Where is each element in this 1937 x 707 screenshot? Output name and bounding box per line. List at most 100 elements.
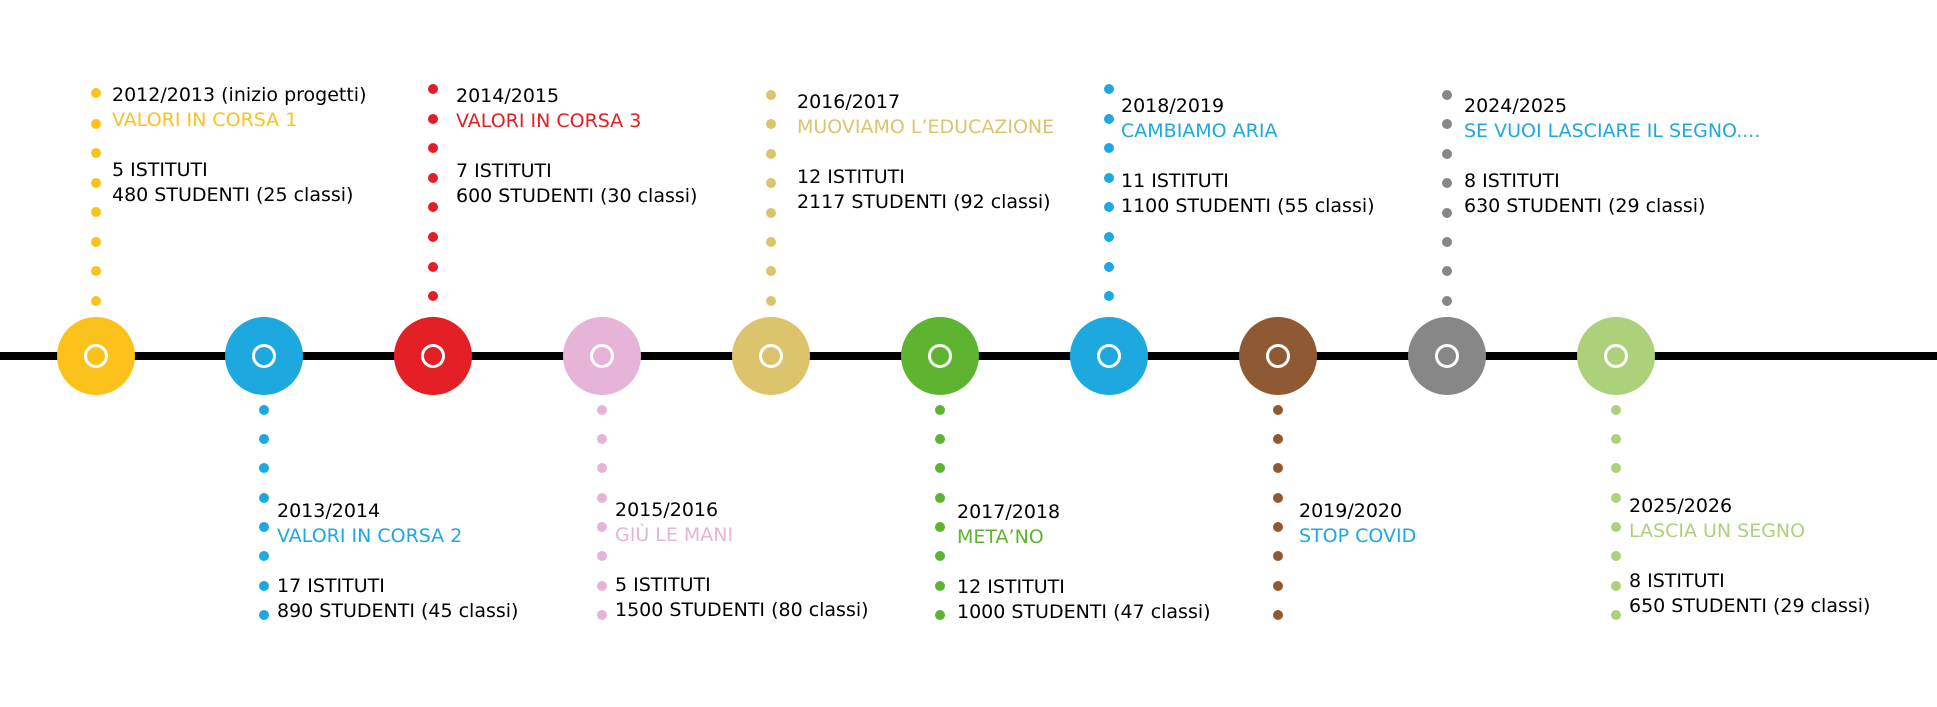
- connector-dot: [1273, 551, 1283, 561]
- year-label: 2019/2020: [1299, 500, 1403, 522]
- connector-dot: [91, 237, 101, 247]
- students-count: 1500 STUDENTI (80 classi): [615, 599, 869, 621]
- connector-dot: [766, 90, 776, 100]
- connector-dot: [766, 266, 776, 276]
- spacer: [456, 134, 697, 159]
- spacer: [277, 549, 518, 574]
- year-label: 2014/2015: [456, 85, 560, 107]
- connector-dot: [259, 493, 269, 503]
- timeline-node-2: [394, 317, 472, 395]
- connector-dot: [428, 173, 438, 183]
- year-label: 2025/2026: [1629, 495, 1733, 517]
- node-ring-icon: [84, 344, 108, 368]
- connector-dot: [1442, 119, 1452, 129]
- timeline-label-8: 2024/2025 SE VUOI LASCIARE IL SEGNO.... 8 …: [1464, 94, 1760, 219]
- students-count: 650 STUDENTI (29 classi): [1629, 595, 1871, 617]
- timeline-node-7: [1239, 317, 1317, 395]
- connector-dot: [766, 178, 776, 188]
- students-count: 480 STUDENTI (25 classi): [112, 184, 354, 206]
- node-ring-icon: [1604, 344, 1628, 368]
- year-label: 2018/2019: [1121, 95, 1225, 117]
- institutes-count: 11 ISTITUTI: [1121, 170, 1229, 192]
- connector-dot: [597, 463, 607, 473]
- spacer: [112, 133, 367, 158]
- connector-dot: [1611, 581, 1621, 591]
- institutes-count: 12 ISTITUTI: [957, 576, 1065, 598]
- students-count: 2117 STUDENTI (92 classi): [797, 191, 1051, 213]
- connector-dot: [1611, 463, 1621, 473]
- timeline-node-5: [901, 317, 979, 395]
- year-label: 2012/2013 (inizio progetti): [112, 84, 367, 106]
- connector-dot: [935, 610, 945, 620]
- project-name: VALORI IN CORSA 3: [456, 110, 642, 132]
- connector-dot: [1442, 296, 1452, 306]
- connector-dot: [597, 493, 607, 503]
- connector-dot: [1442, 149, 1452, 159]
- project-name: VALORI IN CORSA 1: [112, 109, 298, 131]
- connector-dot: [597, 610, 607, 620]
- connector-dot: [766, 208, 776, 218]
- connector-dot: [1273, 581, 1283, 591]
- connector-dot: [935, 434, 945, 444]
- project-name: STOP COVID: [1299, 525, 1417, 547]
- connector-dot: [766, 237, 776, 247]
- connector-dot: [1273, 610, 1283, 620]
- connector-dot: [259, 610, 269, 620]
- connector-dot: [428, 232, 438, 242]
- connector-dot: [766, 149, 776, 159]
- connector-dot: [1273, 434, 1283, 444]
- connector-dot: [428, 143, 438, 153]
- connector-dot: [935, 522, 945, 532]
- connector-dot: [1104, 291, 1114, 301]
- year-label: 2016/2017: [797, 91, 901, 113]
- connector-dot: [597, 405, 607, 415]
- institutes-count: 7 ISTITUTI: [456, 160, 552, 182]
- connector-dot: [1104, 262, 1114, 272]
- institutes-count: 8 ISTITUTI: [1464, 170, 1560, 192]
- year-label: 2024/2025: [1464, 95, 1568, 117]
- timeline-node-6: [1070, 317, 1148, 395]
- connector-dot: [935, 463, 945, 473]
- project-name: MUOVIAMO L’EDUCAZIONE: [797, 116, 1055, 138]
- connector-dot: [935, 551, 945, 561]
- connector-dot: [1104, 84, 1114, 94]
- connector-dot: [428, 84, 438, 94]
- students-count: 1100 STUDENTI (55 classi): [1121, 195, 1375, 217]
- connector-dot: [1611, 434, 1621, 444]
- connector-dot: [1104, 173, 1114, 183]
- connector-dot: [428, 202, 438, 212]
- timeline-node-0: [57, 317, 135, 395]
- connector-dot: [1611, 522, 1621, 532]
- connector-dot: [1442, 237, 1452, 247]
- year-label: 2015/2016: [615, 499, 719, 521]
- node-ring-icon: [759, 344, 783, 368]
- connector-dot: [1273, 405, 1283, 415]
- connector-dot: [1611, 493, 1621, 503]
- spacer: [1121, 144, 1375, 169]
- students-count: 630 STUDENTI (29 classi): [1464, 195, 1706, 217]
- node-ring-icon: [590, 344, 614, 368]
- connector-dot: [428, 291, 438, 301]
- project-name: GIÙ LE MANI: [615, 524, 734, 546]
- timeline-node-4: [732, 317, 810, 395]
- institutes-count: 17 ISTITUTI: [277, 575, 385, 597]
- institutes-count: 8 ISTITUTI: [1629, 570, 1725, 592]
- institutes-count: 5 ISTITUTI: [615, 574, 711, 596]
- node-ring-icon: [252, 344, 276, 368]
- connector-dot: [91, 296, 101, 306]
- connector-dot: [597, 522, 607, 532]
- connector-dot: [597, 551, 607, 561]
- project-name: SE VUOI LASCIARE IL SEGNO....: [1464, 120, 1761, 142]
- timeline-node-3: [563, 317, 641, 395]
- project-name: CAMBIAMO ARIA: [1121, 120, 1278, 142]
- institutes-count: 12 ISTITUTI: [797, 166, 905, 188]
- node-ring-icon: [1266, 344, 1290, 368]
- connector-dot: [597, 581, 607, 591]
- connector-dot: [935, 493, 945, 503]
